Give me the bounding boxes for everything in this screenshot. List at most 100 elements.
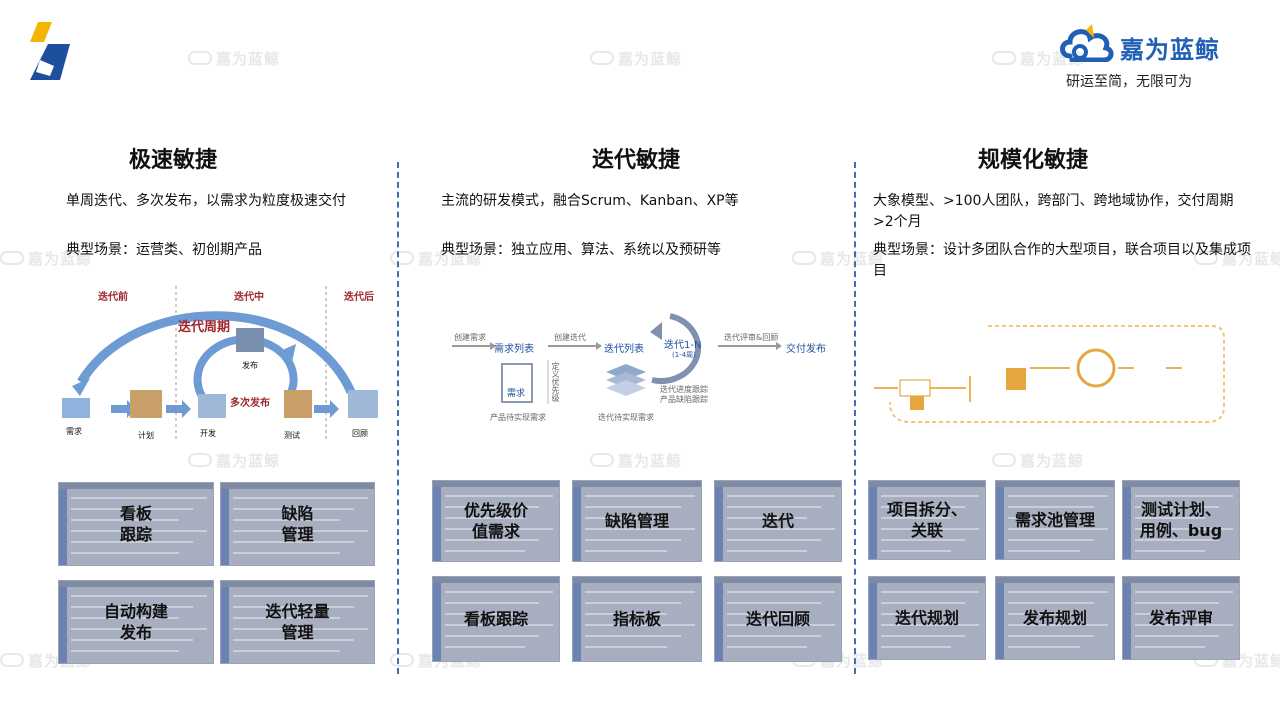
diagram-label: (1-4周) (672, 351, 696, 359)
tile-label: 优先级价 值需求 (463, 501, 528, 541)
diagram-label: 迭代周期 (178, 320, 231, 335)
tile-row-line (71, 617, 179, 619)
tile-row-line (585, 550, 667, 552)
feature-tile[interactable]: 看板跟踪 (432, 576, 560, 662)
tile-row-line (881, 528, 979, 530)
tile-label: 发布评审 (1148, 608, 1213, 628)
feature-tile[interactable]: 迭代轻量 管理 (220, 580, 375, 664)
tile-row-line (727, 646, 807, 648)
tile-row-line (881, 602, 965, 604)
diagram-label: 迭代进度跟踪 (660, 385, 708, 394)
iteration-agile-diagram: 创建需求 需求列表 创建迭代 迭代列表 迭代1-N (1-4周) 迭代评审&回顾… (450, 310, 840, 430)
diagram-label: 定义优先级 (551, 362, 560, 402)
tile-row-line (727, 635, 821, 637)
feature-tile[interactable]: 项目拆分、 关联 (868, 480, 986, 560)
column-title: 迭代敏捷 (592, 148, 681, 173)
tile-row-line (1008, 613, 1080, 615)
tile-row-line (1135, 506, 1219, 508)
tile-row-line (233, 497, 368, 499)
tile-row-line (233, 530, 368, 532)
tile-row-line (585, 635, 681, 637)
feature-tile[interactable]: 自动构建 发布 (58, 580, 214, 664)
tile-label: 项目拆分、 关联 (886, 500, 967, 540)
diagram-label: 发布 (242, 361, 258, 370)
tile-row-line (585, 646, 667, 648)
tile-row-line (445, 646, 525, 648)
tile-sidebar (715, 583, 723, 661)
tile-row-line (727, 528, 835, 530)
tile-row-line (1008, 624, 1108, 626)
tile-titlebar (869, 577, 985, 583)
tile-row-line (585, 624, 695, 626)
feature-tile[interactable]: 指标板 (572, 576, 702, 662)
watermark: 嘉为蓝鲸 (1194, 248, 1280, 269)
tile-row-line (727, 517, 807, 519)
tile-row-line (1135, 635, 1219, 637)
tile-row-line (233, 595, 368, 597)
tile-sidebar (996, 583, 1004, 659)
tile-titlebar (221, 581, 374, 587)
feature-tile[interactable]: 优先级价 值需求 (432, 480, 560, 562)
tile-label: 缺陷 管理 (281, 504, 314, 544)
column-divider (854, 162, 856, 674)
tile-label: 看板跟踪 (463, 609, 528, 629)
tile-row-line (1135, 517, 1205, 519)
tile-row-line (233, 628, 368, 630)
tile-titlebar (573, 481, 701, 487)
tile-sidebar (433, 583, 441, 661)
tile-row-line (585, 517, 667, 519)
feature-tile[interactable]: 测试计划、 用例、bug (1122, 480, 1240, 560)
tile-label: 迭代规划 (894, 608, 959, 628)
diagram-label: 测试 (284, 431, 300, 440)
tile-row-line (727, 506, 821, 508)
feature-tile[interactable]: 迭代 (714, 480, 842, 562)
watermark: 嘉为蓝鲸 (188, 450, 280, 471)
tile-row-line (1008, 646, 1080, 648)
tile-row-line (881, 506, 965, 508)
watermark: 嘉为蓝鲸 (188, 48, 280, 69)
feature-tile[interactable]: 发布评审 (1122, 576, 1240, 660)
tile-row-line (71, 606, 193, 608)
tile-row-line (445, 591, 553, 593)
tile-label: 需求池管理 (1014, 510, 1095, 530)
feature-tile[interactable]: 缺陷管理 (572, 480, 702, 562)
tile-row-line (585, 591, 695, 593)
diagram-label: 需求 (507, 389, 526, 399)
column-title: 规模化敏捷 (978, 148, 1089, 173)
tile-row-line (1135, 646, 1205, 648)
tile-label: 自动构建 发布 (103, 602, 168, 642)
tile-row-line (1008, 495, 1108, 497)
tile-row-line (71, 639, 193, 641)
diagram-label: 回顾 (352, 429, 368, 438)
tile-row-line (445, 495, 553, 497)
diagram-label: 创建迭代 (554, 333, 586, 342)
tile-sidebar (59, 489, 67, 565)
feature-tile[interactable]: 缺陷 管理 (220, 482, 375, 566)
feature-tile[interactable]: 需求池管理 (995, 480, 1115, 560)
tile-row-line (881, 495, 979, 497)
tile-row-line (727, 602, 821, 604)
tile-sidebar (573, 583, 581, 661)
tile-row-line (1135, 495, 1233, 497)
tile-sidebar (996, 487, 1004, 559)
tile-row-line (71, 508, 193, 510)
scaled-agile-diagram (874, 325, 1225, 423)
feature-tile[interactable]: 迭代回顾 (714, 576, 842, 662)
feature-tile[interactable]: 看板 跟踪 (58, 482, 214, 566)
tile-row-line (71, 595, 207, 597)
watermark: 嘉为蓝鲸 (792, 248, 884, 269)
tile-row-line (881, 539, 965, 541)
column-description: 大象模型、>100人团队，跨部门、跨地域协作，交付周期 >2个月 (873, 193, 1234, 230)
tile-row-line (881, 613, 951, 615)
diagram-label: 多次发布 (230, 398, 270, 409)
feature-tile[interactable]: 发布规划 (995, 576, 1115, 660)
tile-row-line (71, 519, 179, 521)
tile-titlebar (433, 577, 559, 583)
tile-row-line (1135, 550, 1205, 552)
brand-name: 嘉为蓝鲸 (1120, 36, 1220, 64)
tile-row-line (881, 550, 951, 552)
tile-row-line (71, 541, 193, 543)
watermark: 嘉为蓝鲸 (390, 248, 482, 269)
tile-titlebar (433, 481, 559, 487)
feature-tile[interactable]: 迭代规划 (868, 576, 986, 660)
